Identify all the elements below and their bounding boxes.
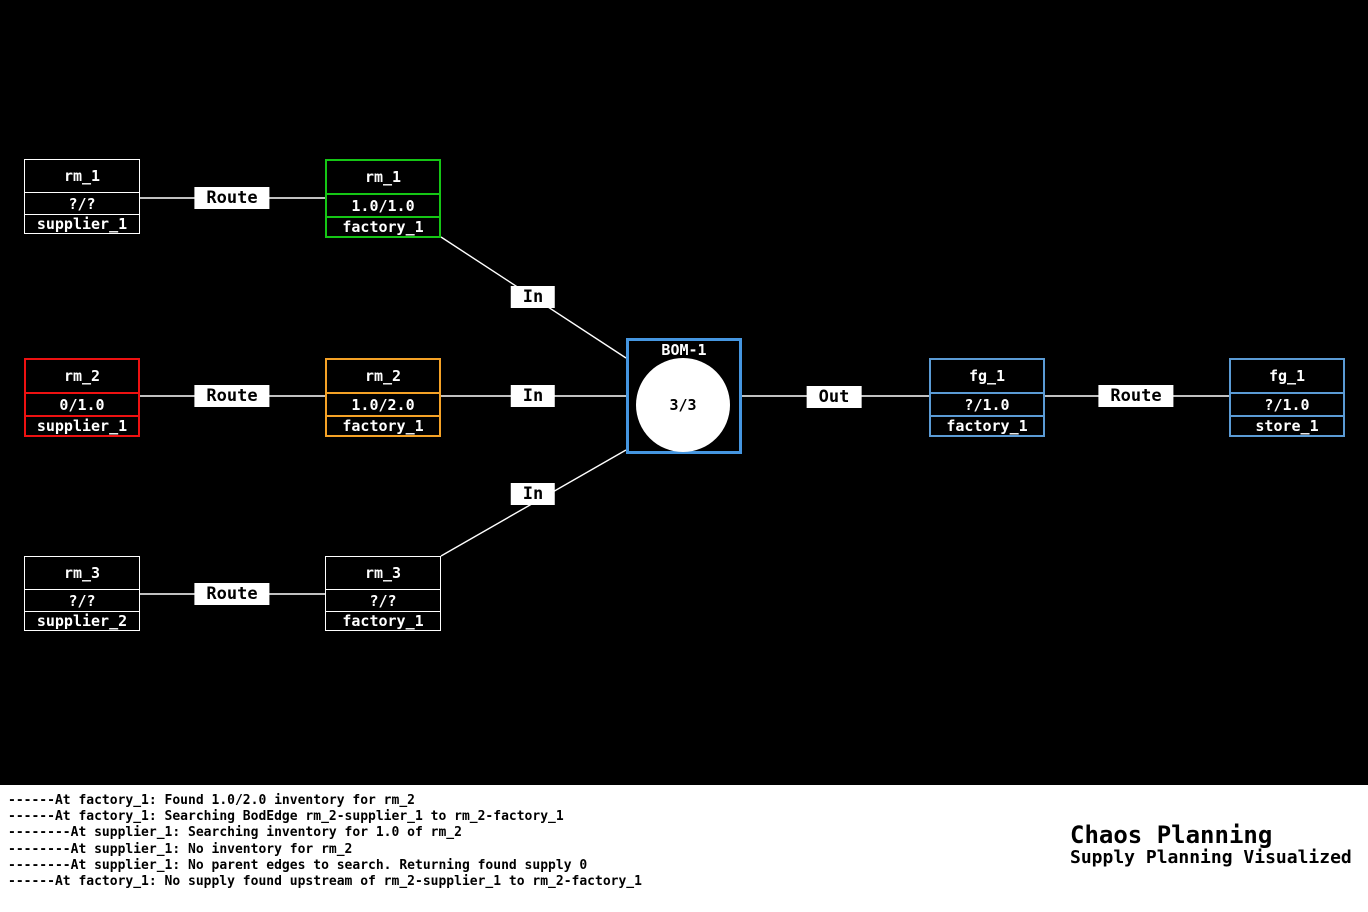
node-inventory: ?/? (326, 589, 440, 611)
edge-label-route: Route (194, 583, 270, 605)
app-title: Chaos Planning (1070, 821, 1273, 849)
node-inventory: ?/1.0 (931, 392, 1043, 415)
node-title: rm_3 (63, 564, 101, 582)
node-location: factory_1 (326, 611, 440, 630)
edge-label-in: In (510, 385, 556, 407)
node-rm_3-supplier_2: rm_3 ?/?supplier_2 (24, 556, 140, 631)
log-line: ------At factory_1: Found 1.0/2.0 invent… (8, 793, 415, 808)
node-title: rm_1 (63, 167, 101, 185)
app-subtitle: Supply Planning Visualized (1070, 847, 1352, 868)
bom-node: BOM-1 3/3 (626, 338, 742, 454)
bom-title: BOM-1 (661, 341, 707, 359)
node-title: rm_2 (63, 367, 101, 385)
edge-label-in: In (510, 483, 556, 505)
node-location: factory_1 (327, 415, 439, 435)
node-inventory: ?/? (25, 589, 139, 611)
log-line: ------At factory_1: No supply found upst… (8, 874, 642, 890)
node-location: store_1 (1231, 415, 1343, 435)
edge-label-in: In (510, 286, 556, 308)
node-inventory: 0/1.0 (26, 392, 138, 415)
log-line: --------At supplier_1: No parent edges t… (8, 857, 588, 873)
search-log: ------At factory_1: Found 1.0/2.0 invent… (8, 793, 642, 890)
node-location: factory_1 (931, 415, 1043, 435)
node-rm_3-factory_1: rm_3 ?/?factory_1 (325, 556, 441, 631)
node-title: rm_3 (364, 564, 402, 582)
node-location: supplier_1 (25, 214, 139, 233)
node-inventory: ?/? (25, 192, 139, 214)
node-rm_1-supplier_1: rm_1 ?/?supplier_1 (24, 159, 140, 234)
node-title: fg_1 (968, 367, 1006, 385)
bottom-panel: ------At factory_1: Found 1.0/2.0 invent… (0, 785, 1368, 912)
bom-fill-ratio: 3/3 (669, 396, 697, 414)
log-line: ------At factory_1: Searching BodEdge rm… (8, 809, 564, 825)
bom-fill-circle: 3/3 (636, 358, 730, 452)
node-inventory: 1.0/1.0 (327, 193, 439, 216)
edge-label-route: Route (194, 187, 270, 209)
node-location: supplier_1 (26, 415, 138, 435)
node-inventory: ?/1.0 (1231, 392, 1343, 415)
node-location: supplier_2 (25, 611, 139, 630)
node-title: rm_1 (364, 168, 402, 186)
node-title: fg_1 (1268, 367, 1306, 385)
branding: Chaos Planning Supply Planning Visualize… (1070, 822, 1352, 868)
log-line: --------At supplier_1: Searching invento… (8, 825, 462, 841)
node-title: rm_2 (364, 367, 402, 385)
node-inventory: 1.0/2.0 (327, 392, 439, 415)
node-location: factory_1 (327, 216, 439, 236)
edge-label-route: Route (194, 385, 270, 407)
log-line: --------At supplier_1: No inventory for … (8, 841, 353, 857)
edge-label-route: Route (1098, 385, 1174, 407)
edge-label-out: Out (806, 386, 862, 408)
